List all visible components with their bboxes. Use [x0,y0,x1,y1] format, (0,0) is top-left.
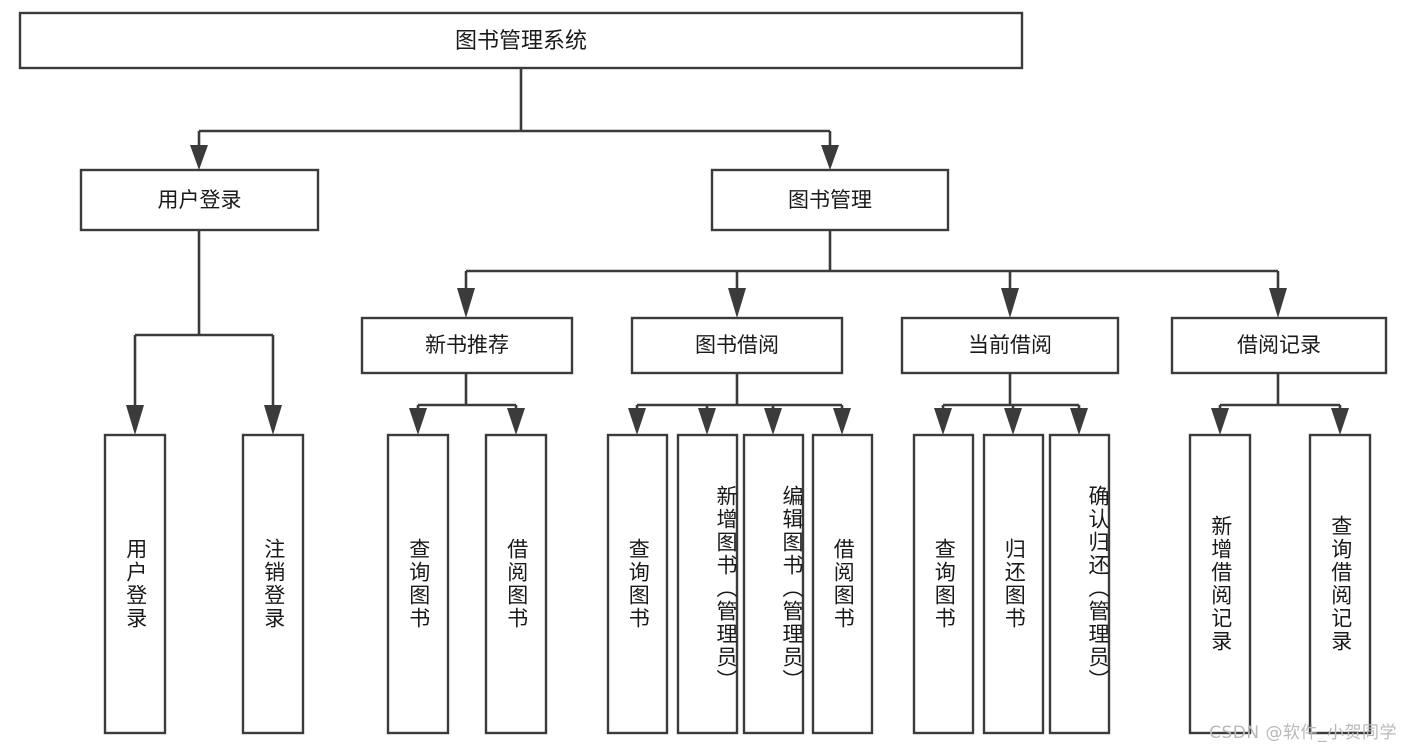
node-leaf-user-logout-box[interactable] [241,433,305,735]
node-root-box[interactable] [18,11,1024,70]
node-leaf-query-record-box[interactable] [1308,433,1372,735]
arrow-head-leaf-return-book [1004,408,1022,435]
arrow-head-leaf-user-login [126,405,144,435]
node-user-login-label: 用户登录 [158,188,242,212]
node-current-borrow-box[interactable] [900,316,1120,375]
arrow-head-book-manage [821,145,839,170]
node-borrow-record-box[interactable] [1170,316,1388,375]
arrow-head-user-login [190,145,208,170]
arrow-head-leaf-query-book-2 [628,408,646,435]
node-leaf-user-login-box[interactable] [103,433,167,735]
arrow-head-new-book-rec [457,288,475,318]
arrow-head-leaf-edit-book [764,408,782,435]
node-root-label: 图书管理系统 [455,29,587,54]
arrow-head-leaf-confirm-return [1070,408,1088,435]
node-leaf-query-book-2-box[interactable] [606,433,669,735]
arrow-head-leaf-add-book [698,408,716,435]
node-borrow-record-label: 借阅记录 [1237,333,1321,357]
arrow-head-leaf-add-record [1211,408,1229,435]
node-leaf-edit-book-box[interactable] [742,433,805,735]
arrow-head-current-borrow [1001,288,1019,318]
node-leaf-borrow-book-1-box[interactable] [484,433,548,735]
node-leaf-borrow-book-2-box[interactable] [811,433,874,735]
node-book-manage-label: 图书管理 [788,188,872,212]
node-layer: 图书管理系统 用户登录 图书管理 新书推荐 图书借阅 当前借阅 借阅记录 [18,11,1388,735]
node-book-borrow-label: 图书借阅 [695,333,779,357]
node-leaf-add-book-box[interactable] [676,433,739,735]
node-leaf-query-book-3-box[interactable] [912,433,975,735]
arrow-head-leaf-query-book-3 [934,408,952,435]
arrow-head-leaf-borrow-book-2 [833,408,851,435]
arrow-head-leaf-query-record [1331,408,1349,435]
node-book-borrow-box[interactable] [630,316,844,375]
node-book-manage-box[interactable] [710,168,950,232]
csdn-watermark: CSDN @软件_小贺同学 [1209,723,1397,743]
node-leaf-confirm-return-box[interactable] [1048,433,1111,735]
node-new-book-rec-box[interactable] [360,316,574,375]
arrow-head-leaf-user-logout [264,405,282,435]
node-current-borrow-label: 当前借阅 [968,333,1052,357]
arrow-head-leaf-query-book-1 [409,408,427,435]
connector-layer [126,68,1349,435]
arrow-head-book-borrow [728,288,746,318]
arrow-head-leaf-borrow-book-1 [507,408,525,435]
arrow-head-borrow-record [1269,288,1287,318]
node-leaf-return-book-box[interactable] [982,433,1045,735]
node-leaf-query-book-1-box[interactable] [386,433,450,735]
node-leaf-add-record-box[interactable] [1188,433,1252,735]
node-new-book-rec-label: 新书推荐 [425,333,509,357]
node-user-login-box[interactable] [79,168,320,232]
